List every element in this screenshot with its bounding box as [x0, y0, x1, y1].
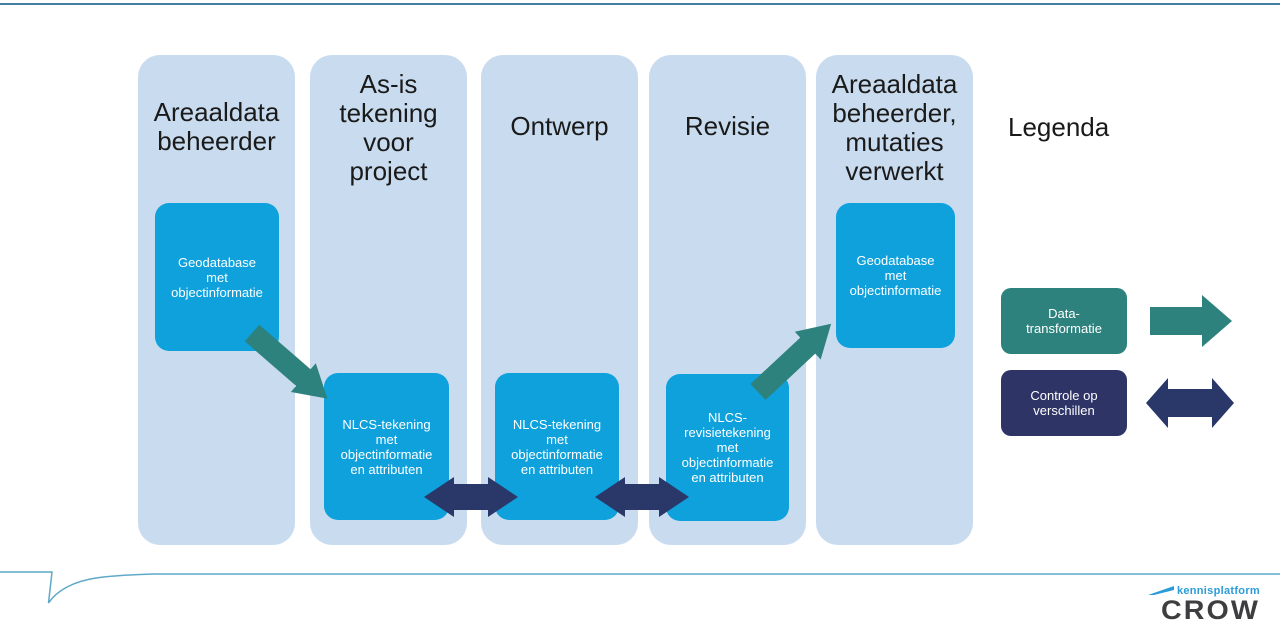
- crow-logo: kennisplatform CROW: [1147, 585, 1260, 624]
- column-ontwerp: Ontwerp NLCS-tekening met objectinformat…: [481, 55, 638, 545]
- top-rule: [0, 3, 1280, 5]
- legend-data-transformatie-arrow-icon: [1150, 295, 1232, 347]
- column-title-revisie: Revisie: [684, 111, 771, 141]
- column-title-ontwerp: Ontwerp: [510, 111, 609, 141]
- column-areaaldata-beheerder: Areaaldata beheerder Geodatabase met obj…: [138, 55, 295, 545]
- column-title-as-is-tekening: As-is tekening voor project: [339, 69, 438, 186]
- legend-item-controle-op-verschillen: Controle op verschillen: [1001, 370, 1127, 436]
- column-title-areaaldata-mutaties-verwerkt: Areaaldata beheerder, mutaties verwerkt: [831, 69, 958, 186]
- crow-swoosh-icon: [1147, 586, 1174, 595]
- process-box-geodatabase-result: Geodatabase met objectinformatie: [836, 203, 955, 348]
- crow-kennisplatform-label: kennisplatform: [1176, 585, 1260, 597]
- process-box-nlcs-tekening-ontwerp: NLCS-tekening met objectinformatie en at…: [495, 373, 619, 520]
- column-areaaldata-mutaties-verwerkt: Areaaldata beheerder, mutaties verwerkt …: [816, 55, 973, 545]
- process-box-nlcs-tekening-as-is: NLCS-tekening met objectinformatie en at…: [324, 373, 449, 520]
- crow-wordmark: CROW: [1160, 595, 1260, 625]
- column-title-areaaldata-beheerder: Areaaldata beheerder: [153, 97, 280, 156]
- legend-item-data-transformatie: Data- transformatie: [1001, 288, 1127, 354]
- bottom-swoosh-line: [0, 571, 1280, 604]
- crow-kennisplatform-row: kennisplatform: [1147, 585, 1260, 597]
- column-revisie: Revisie NLCS- revisietekening met object…: [649, 55, 806, 545]
- legend-title: Legenda: [1008, 112, 1110, 142]
- process-box-nlcs-revisietekening: NLCS- revisietekening met objectinformat…: [666, 374, 789, 521]
- legend-controle-dubbele-pijl-icon: [1146, 378, 1234, 428]
- column-as-is-tekening: As-is tekening voor project NLCS-tekenin…: [310, 55, 467, 545]
- process-box-geodatabase-source: Geodatabase met objectinformatie: [155, 203, 279, 351]
